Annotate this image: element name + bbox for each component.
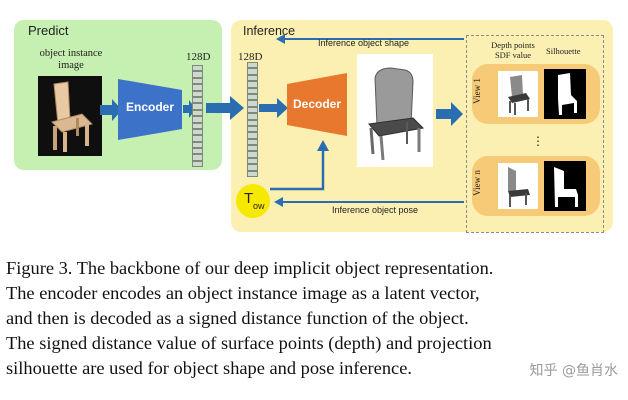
predict-latent-vector: [192, 65, 203, 168]
view-n-silhouette-image: [544, 161, 586, 211]
view-1-depth-chair: [508, 75, 530, 115]
arrow-encoder-to-latent: [183, 100, 196, 118]
inference-latent-vector: [247, 62, 258, 178]
view-1-silhouette-chair: [558, 73, 577, 115]
inference-pose-label: Inference object pose: [332, 205, 419, 215]
view-n-row: View n: [472, 156, 600, 216]
encoder-block: [118, 79, 182, 140]
object-instance-image: [38, 76, 102, 156]
caption-line: The encoder encodes an object instance i…: [6, 283, 480, 303]
inference-shape-arrow: [276, 34, 464, 44]
caption-line: and then is decoded as a signed distance…: [6, 308, 469, 328]
input-chair-image: [51, 81, 93, 152]
predict-latent-label: 128D: [186, 51, 211, 63]
arrow-render-to-views: [436, 102, 463, 126]
arrow-image-to-encoder: [100, 99, 122, 121]
arrow-tow-to-decoder: [270, 140, 329, 191]
view-n-label: View n: [471, 170, 482, 196]
transform-subscript: ow: [253, 201, 265, 211]
view-n-depth-image: [498, 163, 538, 209]
arrow-predict-to-inference: [206, 96, 244, 120]
transform-symbol: T: [244, 190, 254, 207]
arrow-latent-to-decoder: [259, 98, 288, 118]
view-1-depth-image: [498, 71, 538, 117]
object-instance-image-label: object instance image: [39, 48, 103, 71]
view-1-silhouette-image: [544, 69, 586, 119]
inference-shape-label: Inference object shape: [318, 38, 410, 48]
decoded-shape-render: [357, 54, 433, 167]
decoder-label: Decoder: [292, 97, 342, 111]
transform-tow-circle: T ow: [236, 184, 270, 218]
silhouette-column-label: Silhouette: [546, 46, 581, 56]
encoder-label: Encoder: [125, 100, 174, 114]
view-1-label: View 1: [471, 78, 482, 104]
inference-pose-arrow: [274, 197, 464, 207]
views-dashed-box: [466, 35, 604, 233]
view-n-depth-chair: [508, 167, 530, 207]
view-1-row: View 1: [472, 64, 600, 124]
decoder-block: [287, 73, 347, 136]
inference-latent-label: 128D: [238, 51, 263, 63]
zhihu-watermark: 知乎 @鱼肖水: [529, 363, 618, 379]
depth-sdf-column-label: Depth points SDF value: [491, 40, 535, 60]
caption-line: The signed distance value of surface poi…: [6, 333, 492, 353]
caption-line: silhouette are used for object shape and…: [6, 358, 412, 378]
figure-caption: Figure 3. The backbone of our deep impli…: [6, 256, 626, 381]
predict-title: Predict: [28, 23, 69, 38]
view-n-silhouette-chair: [554, 167, 578, 207]
decoded-chair-image: [368, 67, 425, 161]
inference-title: Inference: [243, 24, 296, 38]
caption-line: Figure 3. The backbone of our deep impli…: [6, 258, 494, 278]
views-ellipsis: ⋮: [532, 134, 544, 148]
